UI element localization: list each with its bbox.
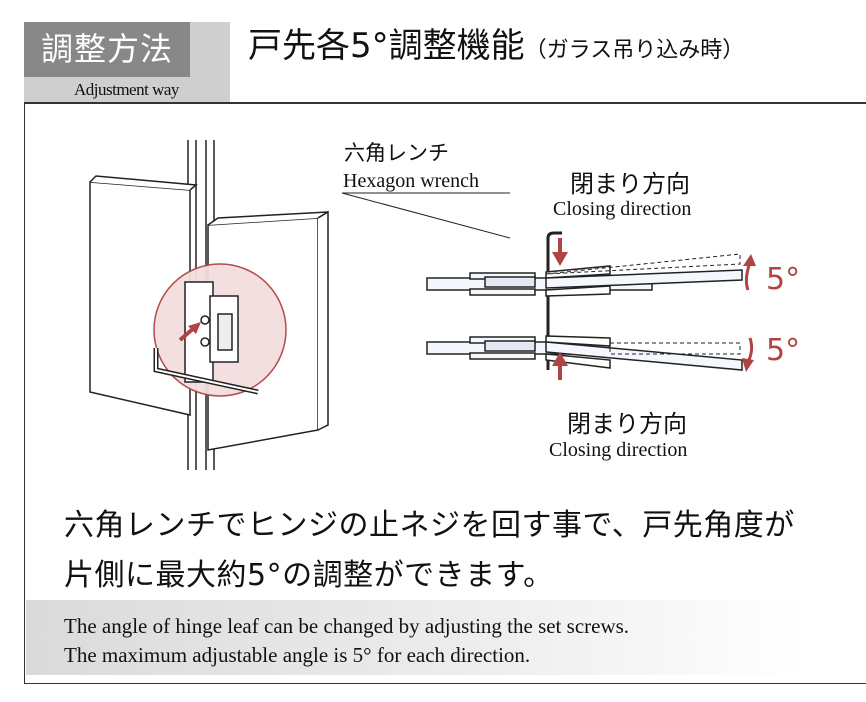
angle-down-label: 5° — [766, 333, 801, 368]
closing-label-jp-top: 閉まり方向 — [570, 170, 690, 198]
description-en-line2: The maximum adjustable angle is 5° for e… — [64, 643, 531, 667]
closing-label-jp-bottom: 閉まり方向 — [567, 410, 687, 438]
top-view-diagram — [341, 192, 756, 380]
divider-left — [24, 102, 25, 684]
wrench-label-jp: 六角レンチ — [344, 141, 449, 165]
page-title: 戸先各5°調整機能（ガラス吊り込み時） — [248, 18, 744, 67]
closing-label-en-top: Closing direction — [553, 198, 692, 220]
title-note: （ガラス吊り込み時） — [524, 38, 745, 63]
description-en-line1: The angle of hinge leaf can be changed b… — [64, 614, 630, 638]
section-title-jp: 調整方法 — [24, 22, 190, 77]
english-description-panel — [26, 600, 806, 675]
closing-arrow-icons — [552, 238, 756, 380]
description-jp-line2: 片側に最大約5°の調整ができます。 — [64, 558, 554, 593]
divider-bottom — [24, 683, 866, 684]
title-main: 戸先各5°調整機能 — [248, 26, 525, 66]
closing-label-en-bottom: Closing direction — [549, 439, 688, 461]
wrench-label-en: Hexagon wrench — [343, 170, 480, 192]
hinge-illustration — [89, 140, 329, 470]
angle-up-label: 5° — [766, 262, 801, 297]
description-jp-line1: 六角レンチでヒンジの止ネジを回す事で、戸先角度が — [64, 508, 795, 543]
divider-top — [24, 102, 866, 104]
section-title-en: Adjustment way — [74, 80, 179, 99]
